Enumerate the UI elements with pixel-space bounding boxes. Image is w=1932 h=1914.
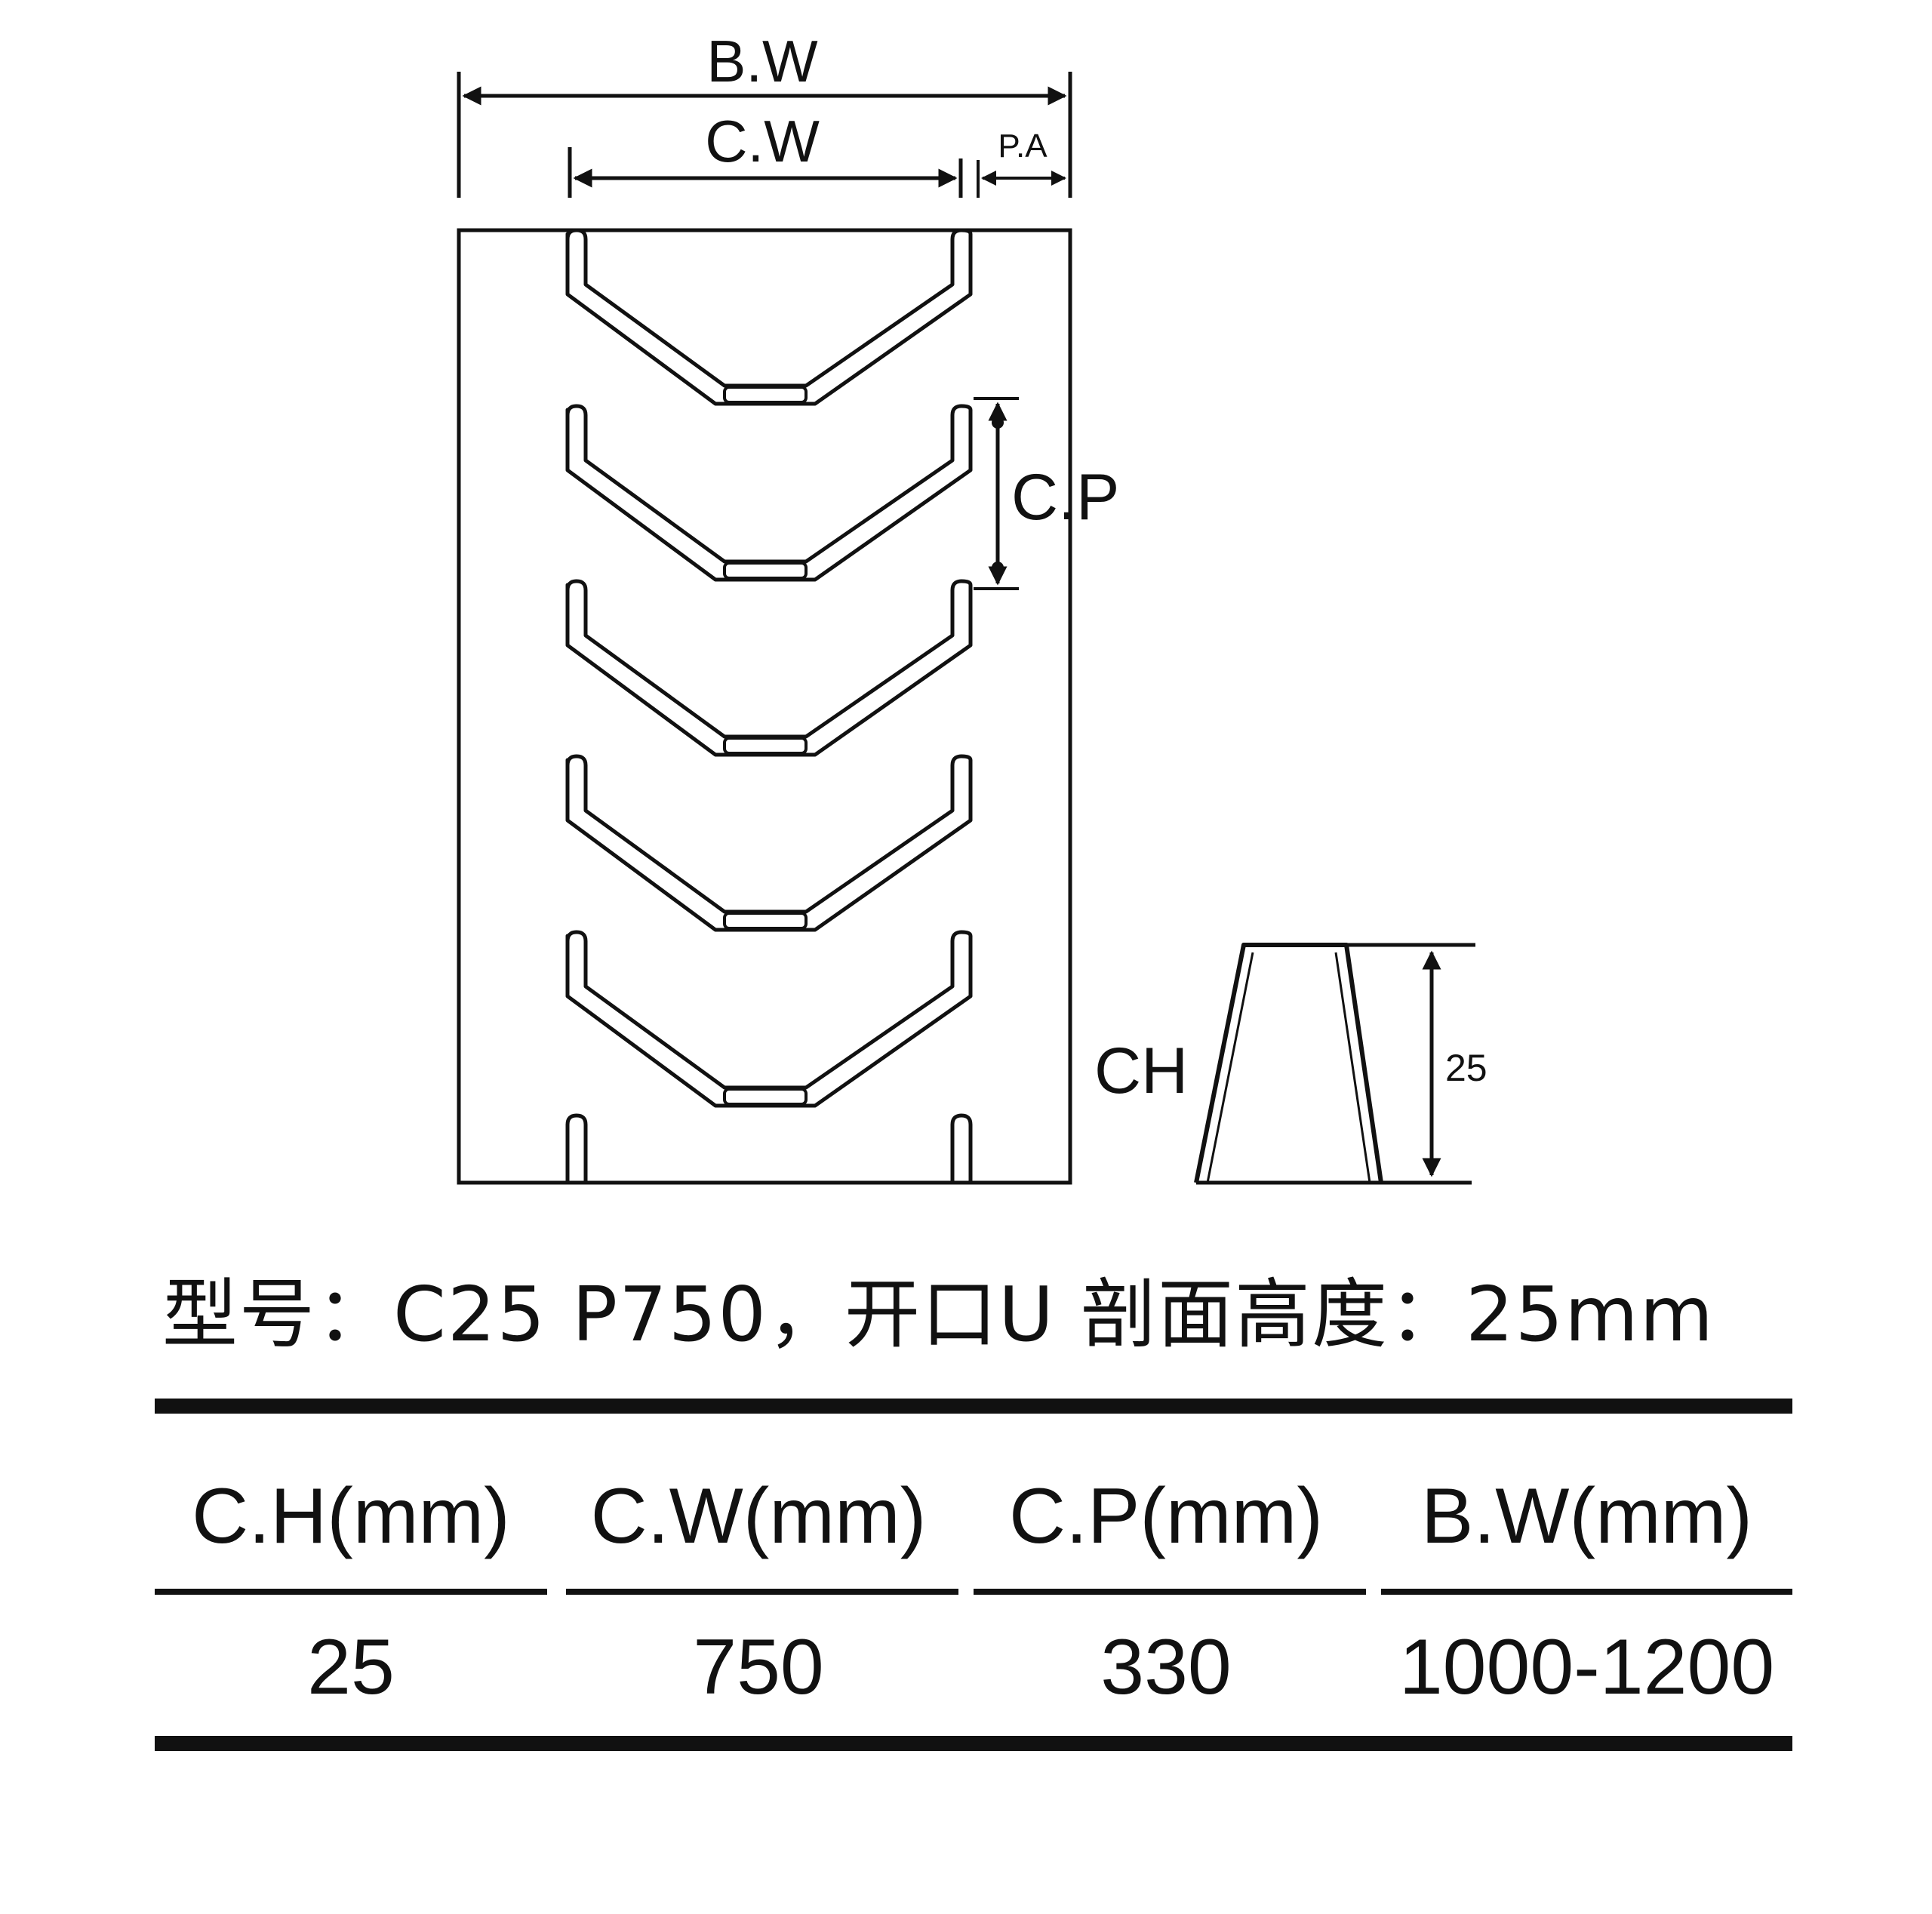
cleat-group (565, 228, 973, 1108)
header-bw: B.W(mm) (1421, 1472, 1752, 1560)
header-cw: C.W(mm) (590, 1472, 927, 1560)
cleat-height-label: CH (1094, 1035, 1188, 1107)
cleat-pitch-dimension: C.P (974, 397, 1119, 590)
header-rule-3 (974, 1589, 1366, 1595)
cleat-3 (565, 579, 973, 757)
header-rule-2 (566, 1589, 958, 1595)
header-ch: C.H(mm) (192, 1472, 510, 1560)
cleat-profile: CH 25 (1094, 943, 1487, 1185)
value-cw: 750 (693, 1623, 824, 1711)
cleat-pitch-label: C.P (1011, 461, 1119, 534)
cleat-2-base (723, 562, 808, 580)
conveyor-belt-diagram: B.W C.W P.A C.P CH 25 (457, 28, 1487, 1185)
pa-label: P.A (998, 128, 1048, 165)
cleat-5 (565, 930, 973, 1108)
value-cp: 330 (1100, 1623, 1232, 1711)
belt-width-dimension: B.W (457, 28, 1072, 198)
header-rule-1 (155, 1589, 547, 1595)
cleat-1 (565, 228, 973, 406)
value-ch: 25 (307, 1623, 395, 1711)
table-top-rule (155, 1399, 1792, 1414)
cleat-1-base (723, 386, 808, 404)
cleat-3-base (723, 737, 808, 755)
belt-outline (457, 228, 1072, 1185)
cleat-4-base (723, 912, 808, 930)
cleat-5-base (723, 1088, 808, 1106)
pa-dimension: P.A (977, 128, 1066, 198)
cleat-4 (565, 754, 973, 932)
model-caption-text: 型号：C25 P750，开口U 剖面高度：25mm (162, 1270, 1715, 1359)
belt-width-label: B.W (706, 28, 818, 94)
header-cp: C.P(mm) (1009, 1472, 1323, 1560)
header-rule-4 (1381, 1589, 1792, 1595)
cleat-width-label: C.W (705, 108, 820, 174)
cleat-width-dimension: C.W (568, 108, 963, 198)
table-bottom-rule (155, 1736, 1792, 1751)
cleat-partial (565, 1113, 973, 1183)
cleat-2 (565, 404, 973, 582)
profile-height-value: 25 (1445, 1047, 1487, 1089)
value-bw: 1000-1200 (1398, 1623, 1775, 1711)
